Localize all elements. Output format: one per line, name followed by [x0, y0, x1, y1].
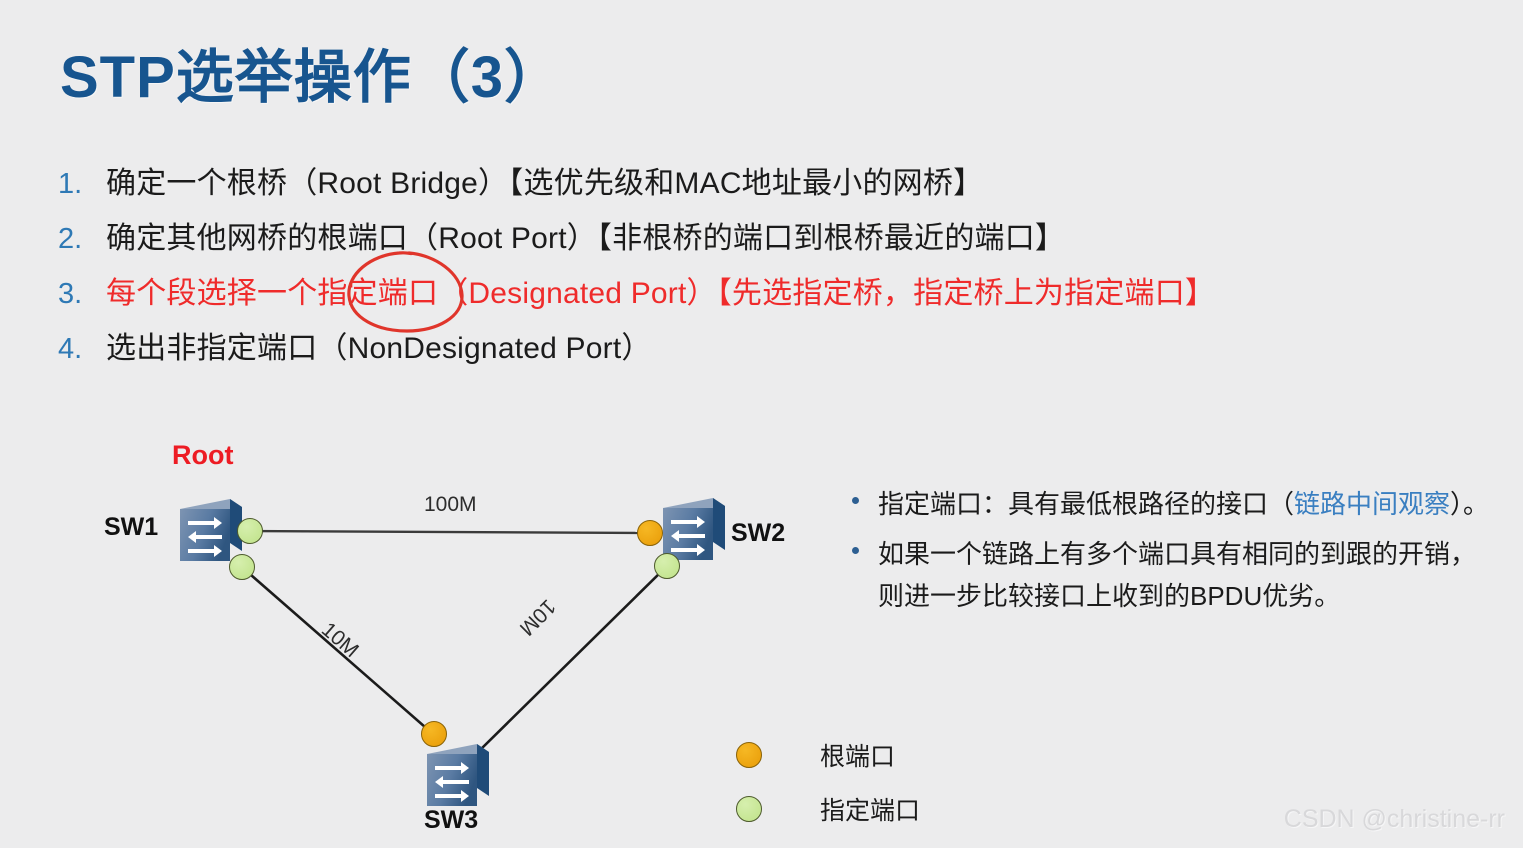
page-title: STP选举操作（3） [60, 45, 564, 110]
port-sw2-root-to-sw1 [637, 520, 663, 546]
list-item-number: 4. [58, 333, 83, 365]
bullet-highlight: 链路中间观察 [1294, 489, 1451, 519]
watermark: CSDN @christine-rr [1283, 805, 1505, 833]
notes-bullet-list: 指定端口：具有最低根路径的接口（链路中间观察）。 如果一个链路上有多个端口具有相… [852, 483, 1523, 625]
link-label-sw2-sw3: 10M [514, 594, 560, 640]
node-label-sw2: SW2 [731, 519, 786, 547]
link-sw2-sw3 [477, 566, 667, 753]
list-item-text: 确定其他网桥的根端口（Root Port）【非根桥的端口到根桥最近的端口】 [106, 222, 1066, 255]
switch-icon-sw3 [427, 744, 489, 806]
legend-label-root-port: 根端口 [820, 743, 896, 771]
list-item-text: 确定一个根桥（Root Bridge）【选优先级和MAC地址最小的网桥】 [106, 167, 984, 200]
port-sw2-designated-to-sw3 [654, 553, 680, 579]
legend-item-root-port: 根端口 [736, 728, 920, 782]
list-item-text-highlighted: 每个段选择一个指定端口（Designated Port）【先选指定桥，指定桥上为… [106, 277, 1216, 310]
bullet-tail: ）。 [1450, 489, 1490, 519]
bullet-item: 如果一个链路上有多个端口具有相同的到跟的开销， 则进一步比较接口上收到的BPDU… [852, 533, 1523, 617]
bullet-item: 指定端口：具有最低根路径的接口（链路中间观察）。 [852, 483, 1523, 525]
list-item: 4. 选出非指定端口（NonDesignated Port） [58, 323, 1358, 378]
list-item: 3. 每个段选择一个指定端口（Designated Port）【先选指定桥，指定… [58, 268, 1358, 323]
list-item: 2. 确定其他网桥的根端口（Root Port）【非根桥的端口到根桥最近的端口】 [58, 213, 1358, 268]
list-item-number: 3. [58, 278, 83, 310]
bullet-dot-icon [852, 497, 878, 504]
bullet-text: 如果一个链路上有多个端口具有相同的到跟的开销， 则进一步比较接口上收到的BPDU… [878, 533, 1476, 617]
legend-item-designated-port: 指定端口 [736, 782, 920, 836]
bullet-lead: 如果一个链路上有多个端口具有相同的到跟的开销， [878, 539, 1477, 570]
switch-icon-sw1 [180, 499, 242, 561]
port-sw3-root-to-sw1 [421, 721, 447, 747]
bullet-line-2: 则进一步比较接口上收到的BPDU优劣。 [878, 581, 1341, 612]
list-item: 1. 确定一个根桥（Root Bridge）【选优先级和MAC地址最小的网桥】 [58, 158, 1358, 213]
legend: 根端口 指定端口 [736, 728, 920, 836]
port-sw1-designated-to-sw3 [229, 554, 255, 580]
legend-swatch-designated-port-icon [736, 796, 762, 822]
legend-label-designated-port: 指定端口 [820, 797, 921, 825]
steps-list: 1. 确定一个根桥（Root Bridge）【选优先级和MAC地址最小的网桥】 … [58, 158, 1358, 378]
bullet-dot-icon [852, 547, 878, 555]
link-sw1-sw2 [249, 529, 651, 535]
legend-swatch-root-port-icon [736, 742, 762, 768]
node-label-sw1: SW1 [104, 513, 159, 541]
bullet-text: 指定端口：具有最低根路径的接口（链路中间观察）。 [878, 483, 1489, 525]
list-item-number: 1. [58, 168, 83, 200]
switch-icon-sw2 [663, 498, 725, 560]
bullet-lead: 指定端口：具有最低根路径的接口（ [878, 489, 1295, 519]
list-item-number: 2. [58, 223, 83, 255]
node-label-sw3: SW3 [424, 806, 479, 834]
list-item-text: 选出非指定端口（NonDesignated Port） [106, 332, 652, 365]
link-label-sw1-sw2: 100M [424, 493, 477, 516]
port-sw1-designated-to-sw2 [237, 518, 263, 544]
link-label-sw1-sw3: 10M [316, 618, 363, 663]
root-bridge-label: Root [172, 440, 234, 470]
